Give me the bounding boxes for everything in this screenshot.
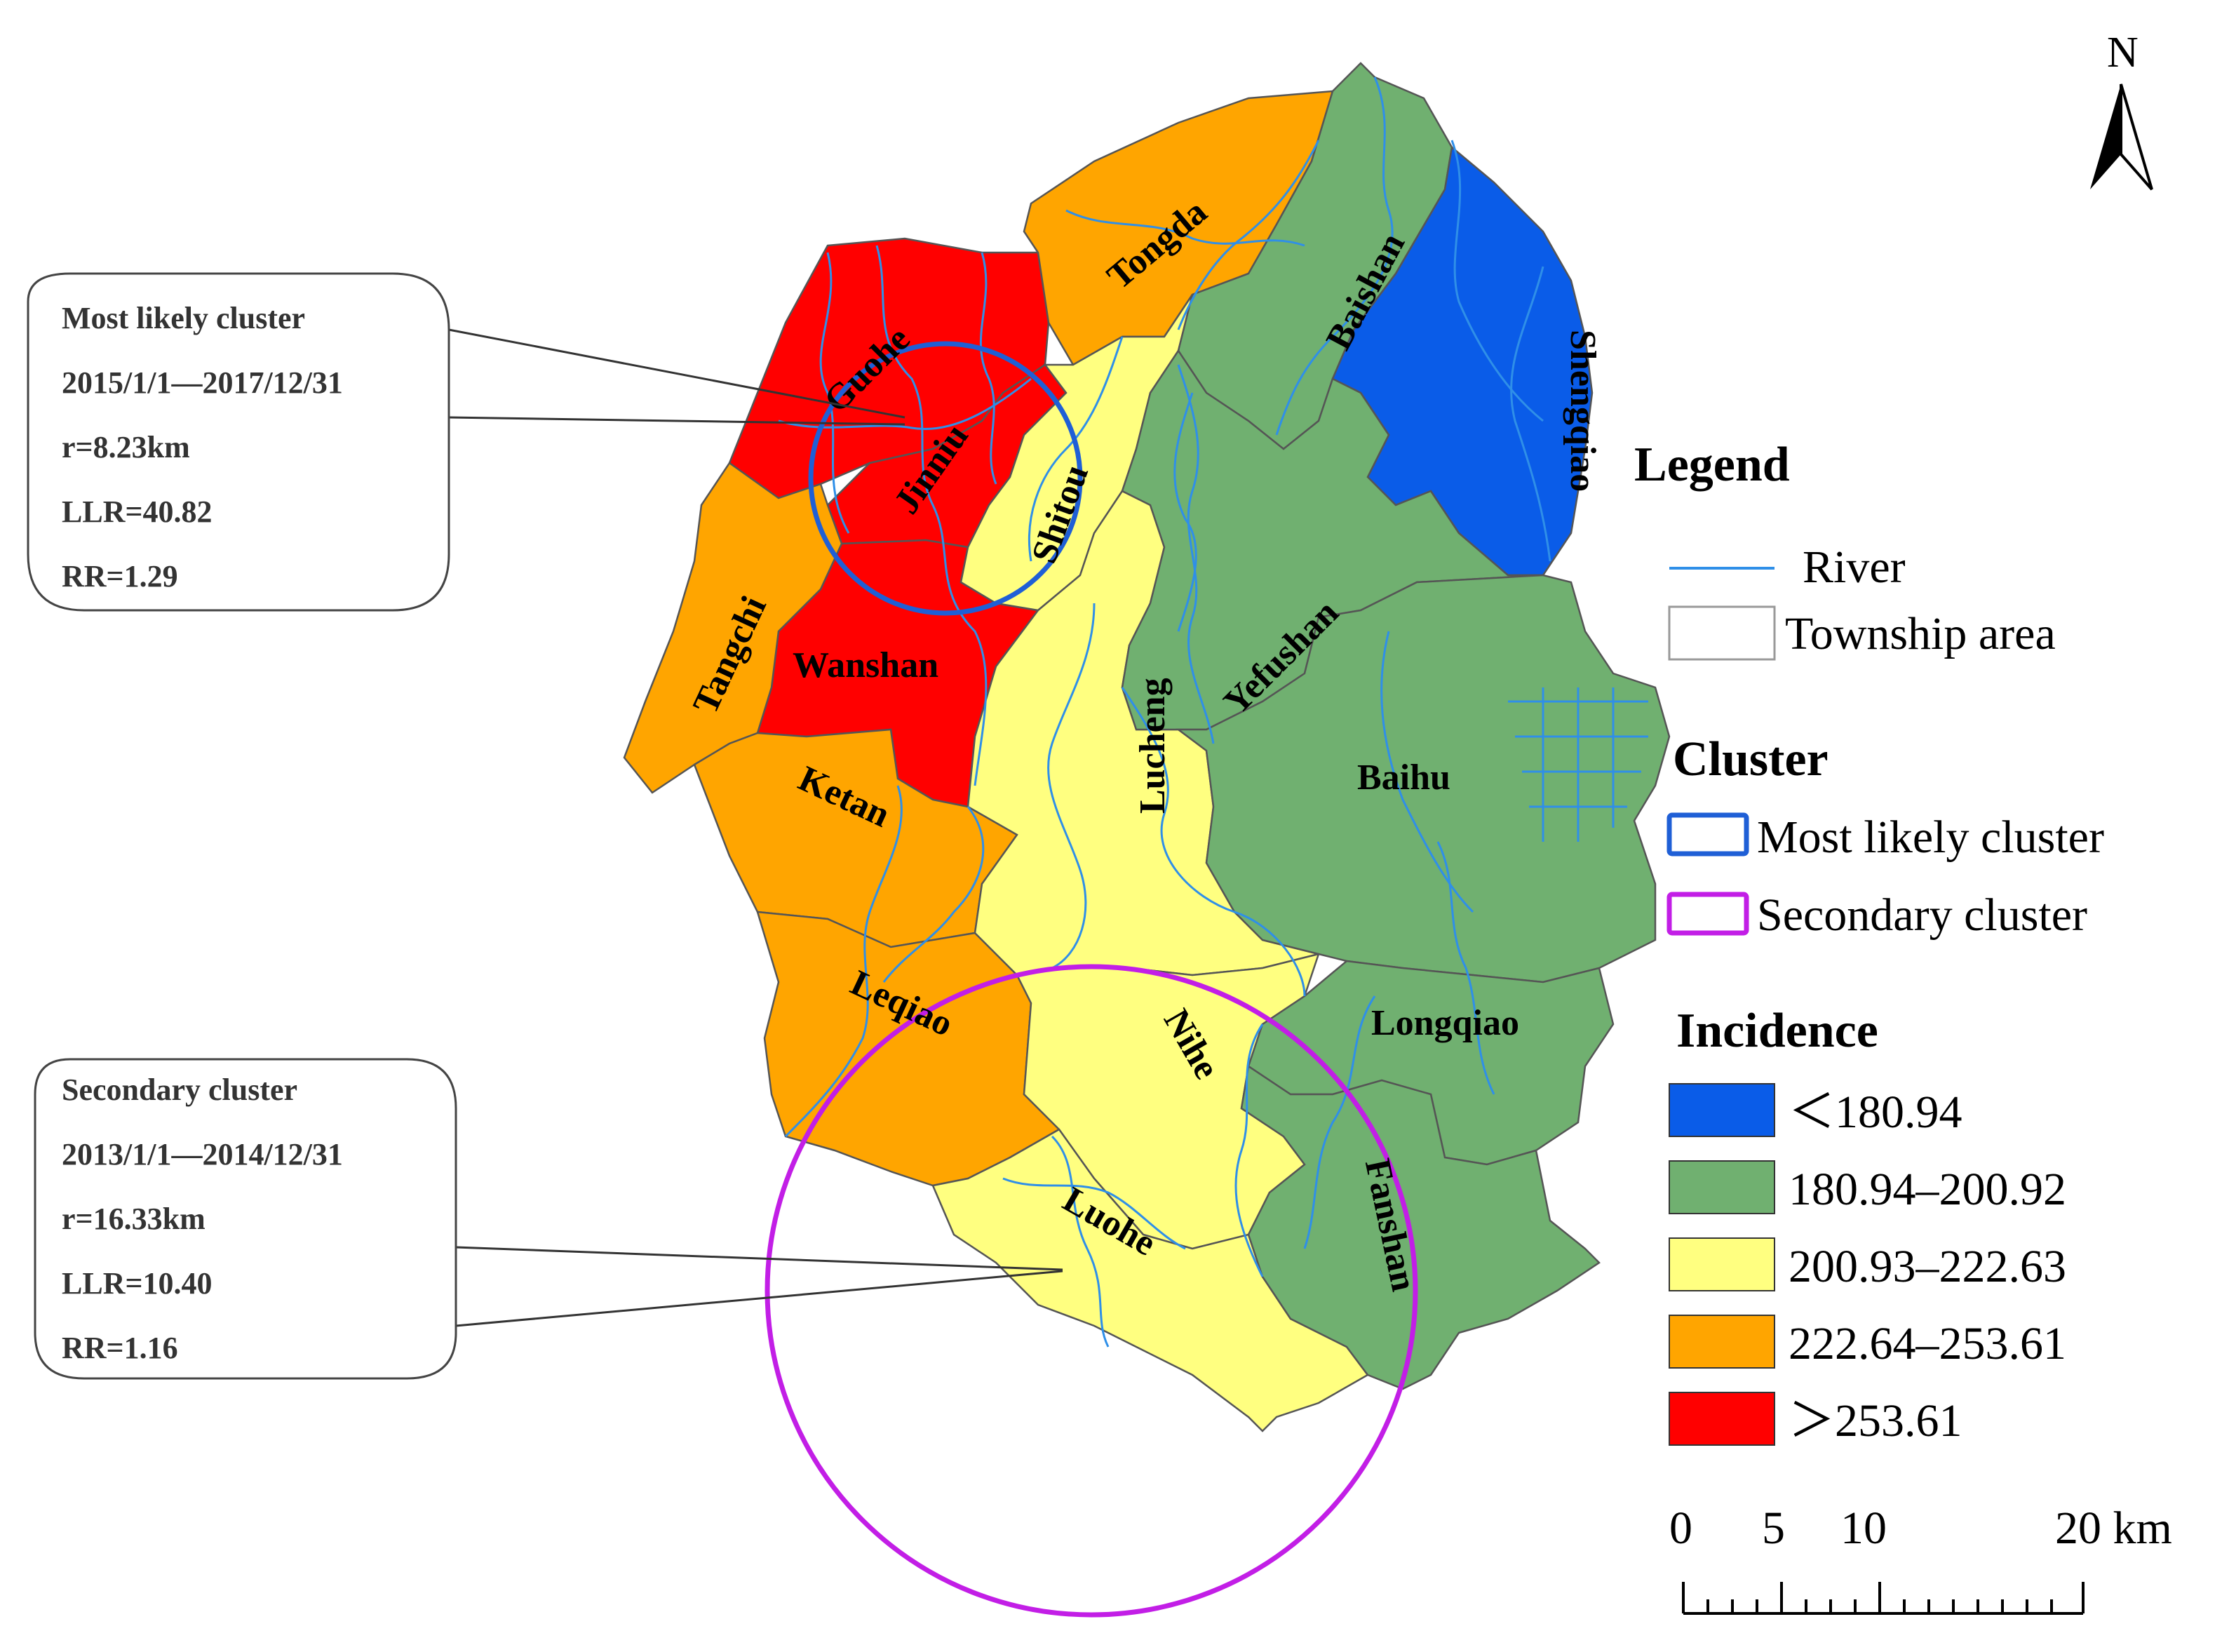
legend-most-likely-swatch bbox=[1666, 812, 1749, 857]
label-wanshan: Wanshan bbox=[793, 645, 938, 685]
secondary-line-2: 2013/1/1—2014/12/31 bbox=[62, 1137, 343, 1171]
north-arrow: N bbox=[2090, 29, 2153, 191]
legend-incidence-label-4: ＞253.61 bbox=[1789, 1395, 1962, 1446]
north-arrow-label: N bbox=[2107, 29, 2139, 76]
legend-secondary-swatch bbox=[1666, 892, 1749, 936]
scale-tick-0: 0 bbox=[1669, 1503, 1692, 1554]
secondary-line-3: r=16.33km bbox=[62, 1202, 206, 1236]
legend-incidence-swatch-2 bbox=[1669, 1237, 1775, 1291]
legend-incidence-swatch-3 bbox=[1669, 1315, 1775, 1369]
most-likely-line-3: r=8.23km bbox=[62, 430, 190, 464]
secondary-line-5: RR=1.16 bbox=[62, 1331, 178, 1365]
most-likely-line-2: 2015/1/1—2017/12/31 bbox=[62, 365, 343, 400]
legend-secondary-label: Secondary cluster bbox=[1757, 889, 2087, 941]
secondary-line-1: Secondary cluster bbox=[62, 1073, 297, 1107]
most-likely-line-4: LLR=40.82 bbox=[62, 495, 213, 529]
legend-most-likely-label: Most likely cluster bbox=[1757, 812, 2104, 863]
townships bbox=[623, 62, 1671, 1432]
rivers bbox=[778, 76, 1648, 1348]
label-lucheng: Lucheng bbox=[1133, 678, 1173, 814]
most-likely-line-5: RR=1.29 bbox=[62, 559, 178, 593]
secondary-cluster-circle bbox=[765, 964, 1418, 1618]
most-likely-cluster-circle bbox=[808, 341, 1083, 616]
most-likely-callout: Most likely cluster 2015/1/1—2017/12/31 … bbox=[27, 272, 905, 612]
legend-title: Legend bbox=[1634, 438, 1790, 492]
secondary-callout: Secondary cluster 2013/1/1—2014/12/31 r=… bbox=[34, 1058, 1063, 1380]
legend-incidence-title: Incidence bbox=[1676, 1004, 1878, 1058]
legend-incidence-swatch-1 bbox=[1669, 1160, 1775, 1214]
most-likely-callout-box bbox=[27, 272, 450, 612]
legend-incidence-label-0: ＜180.94 bbox=[1789, 1087, 1962, 1138]
north-arrow-icon bbox=[2090, 84, 2121, 189]
legend-township-swatch bbox=[1668, 605, 1776, 661]
legend-incidence-label-1: 180.94–200.92 bbox=[1789, 1164, 2066, 1215]
legend-incidence-label-2: 200.93–222.63 bbox=[1789, 1241, 2066, 1292]
scale-bar-line bbox=[1682, 1582, 2085, 1615]
legend-incidence-swatch-0 bbox=[1669, 1083, 1775, 1137]
legend-cluster-title: Cluster bbox=[1673, 732, 1829, 786]
legend-incidence-label-3: 222.64–253.61 bbox=[1789, 1318, 2066, 1369]
secondary-line-4: LLR=10.40 bbox=[62, 1266, 213, 1301]
label-baihu: Baihu bbox=[1357, 758, 1450, 798]
legend: Legend River Township area Cluster Most … bbox=[1634, 438, 2104, 1446]
label-longqiao: Longqiao bbox=[1371, 1003, 1519, 1043]
legend-river-label: River bbox=[1803, 542, 1906, 593]
label-shengqiao: Shengqiao bbox=[1563, 330, 1603, 492]
scale-tick-10: 10 bbox=[1840, 1503, 1887, 1554]
secondary-callout-box bbox=[34, 1058, 457, 1380]
legend-incidence-swatch-4 bbox=[1669, 1392, 1775, 1446]
scale-bar: 0 5 10 20 km bbox=[1669, 1503, 2172, 1615]
scale-tick-5: 5 bbox=[1762, 1503, 1785, 1554]
legend-township-label: Township area bbox=[1785, 608, 2056, 659]
township-fanshan bbox=[1240, 1064, 1601, 1390]
most-likely-line-1: Most likely cluster bbox=[62, 301, 305, 335]
legend-incidence-classes: ＜180.94 180.94–200.92 200.93–222.63 222.64–… bbox=[1669, 1083, 2066, 1446]
scale-tick-20: 20 km bbox=[2055, 1503, 2172, 1554]
